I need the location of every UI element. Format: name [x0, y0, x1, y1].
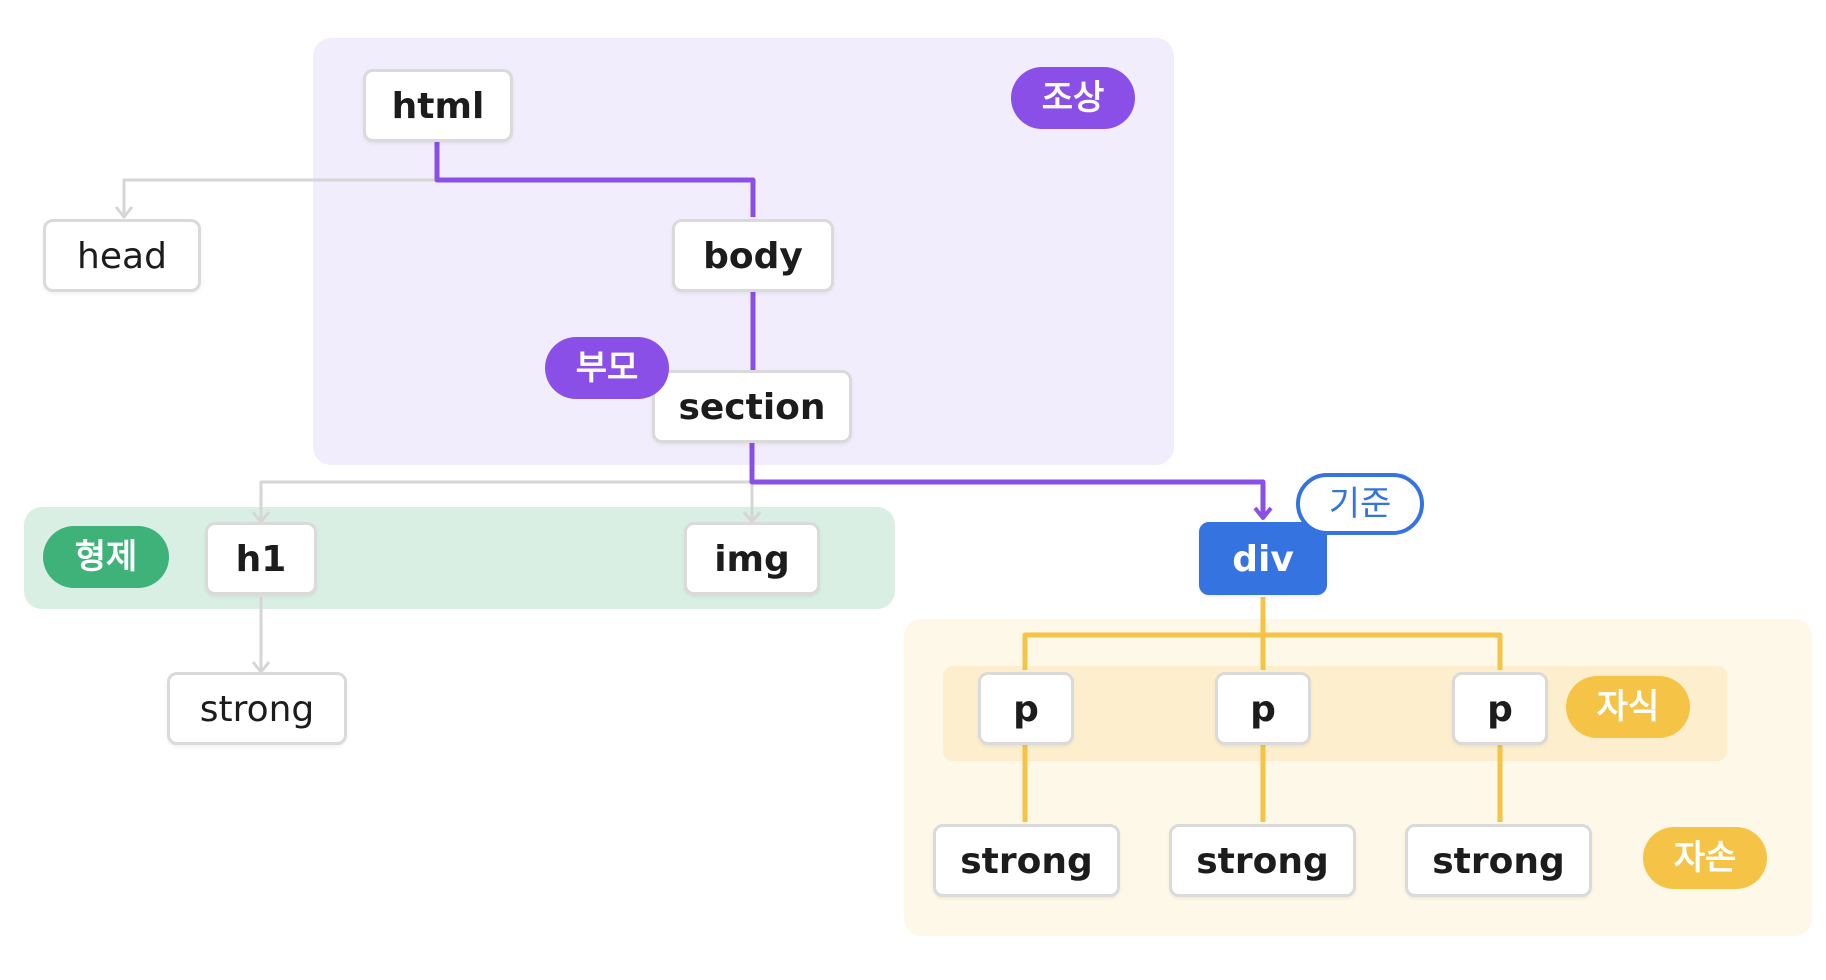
- tag-reference: 기준: [1296, 473, 1424, 535]
- node-body: body: [672, 219, 834, 292]
- node-h1: h1: [205, 522, 317, 595]
- edge-arrow-head: [114, 206, 134, 219]
- node-p3-strong: strong: [1405, 824, 1592, 897]
- edge-section-h1: [259, 480, 752, 520]
- node-h1-strong: strong: [167, 672, 347, 745]
- tag-descendant: 자손: [1643, 827, 1767, 889]
- tag-ancestor: 조상: [1011, 67, 1135, 129]
- tag-sibling: 형제: [43, 526, 169, 588]
- node-section: section: [652, 370, 852, 443]
- node-html: html: [363, 69, 513, 142]
- node-p-3: p: [1452, 672, 1548, 745]
- node-p1-strong: strong: [933, 824, 1120, 897]
- node-head: head: [43, 219, 201, 292]
- node-p-2: p: [1215, 672, 1311, 745]
- tag-child: 자식: [1566, 676, 1690, 738]
- edge-html-head: [122, 178, 437, 215]
- tag-parent: 부모: [545, 337, 669, 399]
- node-p2-strong: strong: [1169, 824, 1356, 897]
- node-p-1: p: [978, 672, 1074, 745]
- edge-html-body: [434, 142, 756, 217]
- edge-arrow-div: [1253, 506, 1273, 520]
- node-div-reference: div: [1199, 522, 1327, 595]
- node-img: img: [684, 522, 820, 595]
- edge-section-div: [749, 443, 1266, 515]
